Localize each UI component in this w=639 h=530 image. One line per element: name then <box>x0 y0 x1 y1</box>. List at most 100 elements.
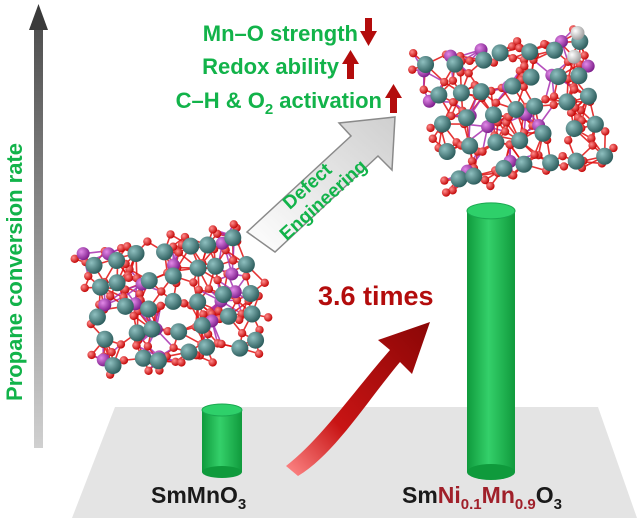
atom <box>448 186 457 195</box>
atom <box>579 87 597 105</box>
formula-part: O <box>536 482 554 508</box>
atom <box>143 320 161 338</box>
atom <box>164 292 182 310</box>
atom <box>478 147 487 156</box>
atom <box>228 256 238 265</box>
catalyst-label-smnimno3: SmNi0.1Mn0.9O3 <box>402 482 562 513</box>
atom <box>549 68 567 86</box>
atom <box>140 300 158 318</box>
atom <box>194 285 204 295</box>
crystal-structure-smnimno3 <box>408 25 618 197</box>
atom <box>419 85 428 94</box>
atom <box>87 350 96 360</box>
atom <box>128 324 146 342</box>
atom <box>132 341 141 350</box>
red-curved-arrow-icon <box>286 322 430 476</box>
property-list: Mn–O strength Redox ability C–H & O2 act… <box>176 18 402 118</box>
atom <box>558 151 567 161</box>
atom <box>189 293 207 311</box>
atom <box>570 26 585 40</box>
atom <box>206 257 224 275</box>
atom <box>480 175 490 185</box>
formula-part: SmMnO <box>151 482 238 508</box>
atom <box>116 340 126 349</box>
atom <box>567 152 585 170</box>
atom <box>189 278 198 287</box>
atom <box>586 115 604 133</box>
atom <box>465 167 483 185</box>
atom <box>464 69 473 78</box>
atom <box>106 291 115 301</box>
atom <box>570 85 579 94</box>
atom <box>164 267 182 285</box>
atom <box>213 275 222 285</box>
atom <box>157 287 166 296</box>
atom <box>174 248 184 257</box>
atom <box>144 366 153 375</box>
atom <box>193 316 211 334</box>
atom <box>475 51 493 69</box>
atom <box>512 37 522 46</box>
atom <box>491 98 501 107</box>
atom <box>448 97 458 107</box>
atom <box>143 342 153 351</box>
atom <box>177 358 186 367</box>
atom <box>486 181 495 191</box>
atom <box>570 67 588 85</box>
atom <box>225 267 239 281</box>
atom <box>441 188 451 197</box>
crystal-structure-smmno3 <box>70 220 273 379</box>
crystal-atoms <box>70 220 273 379</box>
atom <box>119 356 129 365</box>
atom <box>98 298 112 312</box>
atom <box>507 42 517 51</box>
atom <box>84 271 93 281</box>
atom <box>545 41 563 59</box>
red-up-arrow-icon <box>342 50 359 79</box>
formula-part: 3 <box>554 496 562 513</box>
atom <box>520 61 529 71</box>
atom <box>601 127 610 136</box>
red-up-arrow-icon <box>385 84 402 113</box>
atom <box>481 120 495 134</box>
atom <box>156 301 165 311</box>
atom <box>408 65 417 74</box>
atom <box>85 256 103 274</box>
atom <box>549 92 559 101</box>
atom <box>541 95 550 104</box>
atom <box>461 137 479 155</box>
formula-part: Mn <box>482 482 515 508</box>
atom <box>143 237 152 246</box>
atom <box>522 68 540 86</box>
atom <box>467 156 477 166</box>
atom <box>116 297 134 315</box>
atom <box>107 347 116 357</box>
atom <box>447 111 456 121</box>
atom <box>180 343 198 361</box>
atom <box>448 76 458 85</box>
property-mn-o-strength: Mn–O strength <box>203 21 358 46</box>
atom <box>224 229 242 247</box>
atom <box>440 176 449 185</box>
atom <box>587 134 596 143</box>
atom <box>519 82 528 92</box>
atom <box>189 259 207 277</box>
atom <box>140 272 158 290</box>
atom <box>511 132 529 150</box>
atom <box>521 43 539 61</box>
atom <box>507 100 525 118</box>
atom <box>247 331 265 349</box>
atom <box>108 251 126 269</box>
y-axis: Propane conversion rate <box>2 4 48 448</box>
atom <box>491 44 509 62</box>
atom <box>104 357 122 375</box>
process-arrow-shape <box>245 116 396 253</box>
atom <box>88 308 106 326</box>
formula-part: Ni <box>438 482 461 508</box>
atom <box>430 86 448 104</box>
formula-part: 0.9 <box>515 496 536 513</box>
atom <box>440 77 449 87</box>
atom <box>254 349 264 358</box>
atom <box>580 51 589 60</box>
